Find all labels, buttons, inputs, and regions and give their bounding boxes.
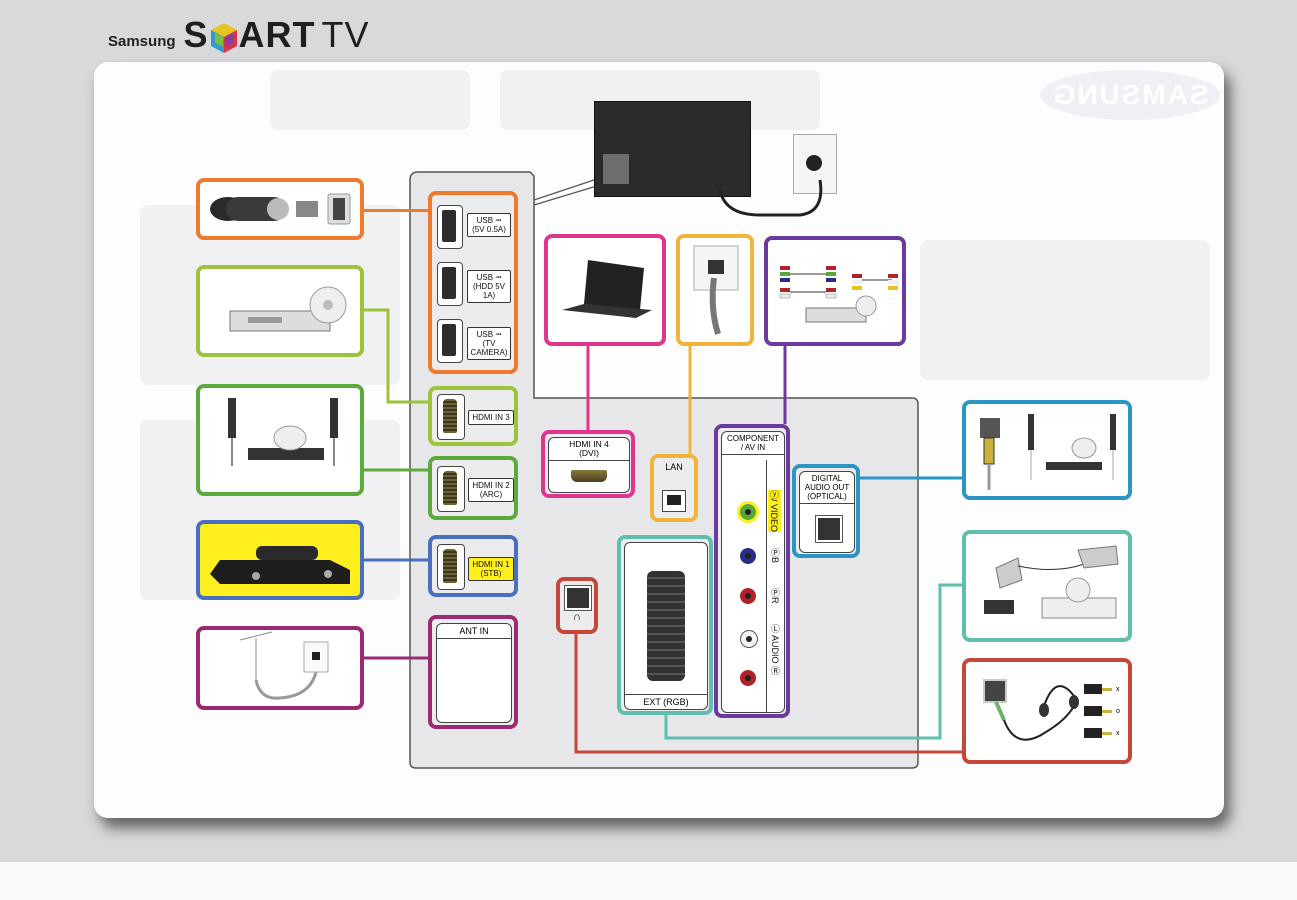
headphone-jack-item: x <box>1084 722 1120 744</box>
scart-panel: EXT (RGB) <box>624 542 708 710</box>
tv-port-area <box>603 154 629 184</box>
scart-devices-device[interactable] <box>962 530 1132 642</box>
laptop-icon <box>562 260 652 318</box>
dvd-player-device[interactable] <box>196 265 364 357</box>
ant-in-port[interactable]: ANT IN <box>436 623 512 723</box>
usb-port-1-label: USB ⭲(5V 0.5A) <box>467 213 511 237</box>
usb-flash-drive-icon <box>210 193 351 225</box>
brand-logo: Samsung S ART TV <box>108 14 370 56</box>
component-av-title: COMPONENT/ AV IN <box>722 432 784 455</box>
optical-home-theater-device[interactable] <box>962 400 1132 500</box>
brand-maker: Samsung <box>108 33 176 50</box>
pr-jack[interactable] <box>740 588 756 604</box>
optical-port[interactable] <box>815 515 843 543</box>
brand-suffix: TV <box>321 14 370 55</box>
pb-jack[interactable] <box>740 548 756 564</box>
hdmi-in-3-group: HDMI IN 3 <box>428 386 518 446</box>
headphone-icon: ∩ <box>573 611 581 623</box>
video-jack-label: ⓨ/ VIDEO <box>768 490 781 533</box>
hdmi-in-1-label: HDMI IN 1(STB) <box>468 557 514 581</box>
lan-wall-device[interactable] <box>676 234 754 346</box>
tv-back-illustration <box>594 101 751 197</box>
brand-middle: ART <box>238 14 316 55</box>
ant-in-group: ANT IN <box>428 615 518 729</box>
hdmi-in-2-port[interactable] <box>437 466 465 512</box>
ghost-panel <box>270 70 470 130</box>
component-av-group: COMPONENT/ AV IN ⓨ/ VIDEO ⓅB ⓅR Ⓛ AUDIO … <box>714 424 790 718</box>
antenna-icon <box>239 631 329 700</box>
usb-port-2[interactable] <box>437 262 463 306</box>
pb-jack-label: ⓅB <box>770 548 780 564</box>
home-theater-device[interactable] <box>196 384 364 496</box>
power-outlet <box>793 134 837 194</box>
power-plug-icon <box>806 155 822 171</box>
hdmi-in-4-group: HDMI IN 4(DVI) <box>541 430 635 498</box>
antenna-device[interactable] <box>196 626 364 710</box>
home-theater-icon <box>228 398 338 466</box>
usb-port-group: USB ⭲(5V 0.5A) USB ⭲(HDD 5V 1A) USB ⭲(TV… <box>428 191 518 374</box>
audio-right-jack[interactable] <box>740 670 756 686</box>
smart-cube-icon <box>210 20 237 53</box>
hdmi-in-3-label: HDMI IN 3 <box>468 410 514 425</box>
ghost-panel <box>920 240 1210 380</box>
headphone-port[interactable] <box>564 585 592 611</box>
audio-left-jack[interactable] <box>740 630 758 648</box>
component-av-cables-icon <box>779 266 898 323</box>
pr-jack-label: ⓅR <box>770 588 780 604</box>
page-bottom-strip <box>0 862 1297 900</box>
ant-in-label: ANT IN <box>437 624 511 639</box>
usb-port-3-label: USB ⭲(TV CAMERA) <box>467 327 511 360</box>
hdmi-in-1-port[interactable] <box>437 544 465 590</box>
headphones-icon <box>983 679 1079 741</box>
usb-drive-device[interactable] <box>196 178 364 240</box>
audio-label: Ⓛ AUDIO Ⓡ <box>770 624 780 676</box>
usb-port-2-label: USB ⭲(HDD 5V 1A) <box>467 270 511 303</box>
set-top-box-device[interactable] <box>196 520 364 600</box>
dvd-player-icon <box>229 286 347 332</box>
hdmi-in-4-panel: HDMI IN 4(DVI) <box>548 437 630 493</box>
scart-devices-icon <box>984 545 1119 619</box>
set-top-box-icon <box>210 546 350 584</box>
hdmi-in-2-group: HDMI IN 2(ARC) <box>428 456 518 520</box>
brand-product: S ART TV <box>184 14 370 56</box>
hdmi-in-1-group: HDMI IN 1(STB) <box>428 535 518 597</box>
video-jack[interactable] <box>740 504 756 520</box>
lan-port[interactable] <box>662 490 686 512</box>
scart-port[interactable] <box>647 571 685 681</box>
lan-wall-socket-icon <box>693 245 739 335</box>
headphones-device[interactable]: x o x <box>962 658 1132 764</box>
usb-wire <box>364 209 430 212</box>
headphone-jack-item: o <box>1084 700 1120 722</box>
hdmi-in-2-label: HDMI IN 2(ARC) <box>468 478 514 502</box>
brand-prefix: S <box>183 14 209 55</box>
laptop-device[interactable] <box>544 234 666 346</box>
lan-label: LAN <box>665 462 683 472</box>
scart-label: EXT (RGB) <box>625 694 707 709</box>
usb-port-1[interactable] <box>437 205 463 249</box>
hdmi-in-4-port[interactable] <box>571 470 607 482</box>
component-av-device[interactable] <box>764 236 906 346</box>
scart-group: EXT (RGB) <box>617 535 713 715</box>
hdmi-in-3-port[interactable] <box>437 394 465 440</box>
hdmi-in-4-label: HDMI IN 4(DVI) <box>549 438 629 461</box>
usb-port-3[interactable] <box>437 319 463 363</box>
headphone-jack-item: x <box>1084 678 1120 700</box>
headphone-jack-list: x o x <box>1084 678 1120 744</box>
lan-group: LAN <box>650 454 698 522</box>
optical-home-theater-icon <box>980 414 1116 490</box>
component-av-panel: COMPONENT/ AV IN ⓨ/ VIDEO ⓅB ⓅR Ⓛ AUDIO … <box>721 431 785 713</box>
headphone-group: ∩ <box>556 577 598 634</box>
